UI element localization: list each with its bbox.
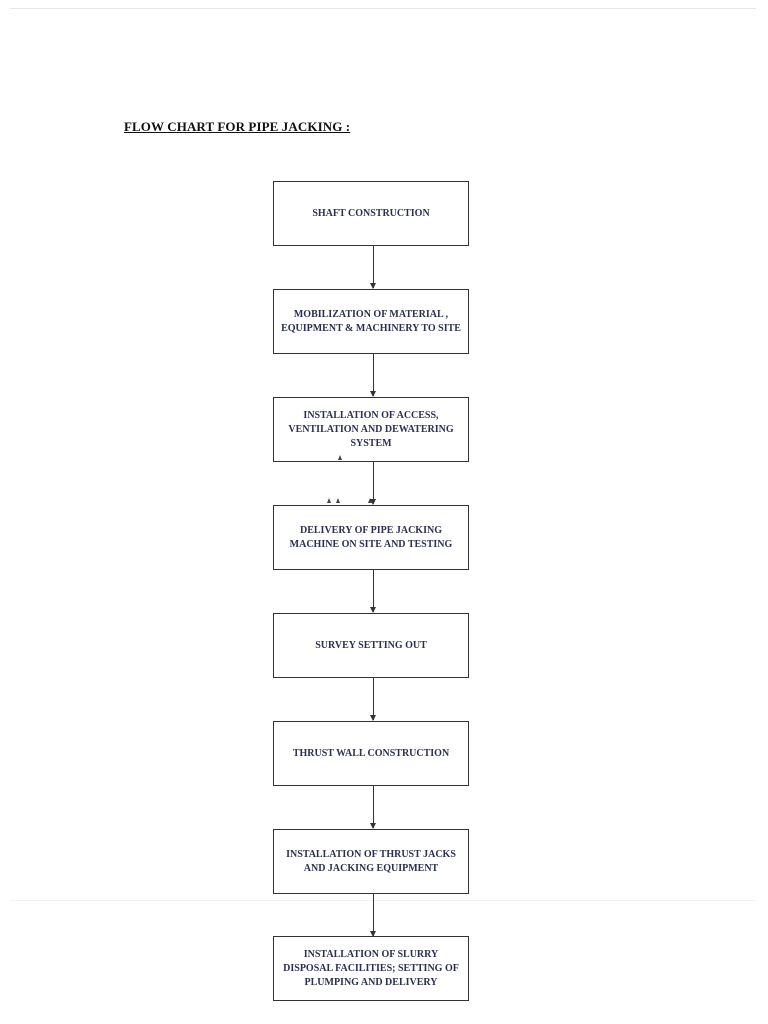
flow-step-survey-setting-out: SURVEY SETTING OUT (273, 613, 469, 678)
page-title: FLOW CHART FOR PIPE JACKING : (124, 119, 351, 134)
flow-step-thrust-jacks: INSTALLATION OF THRUST JACKS AND JACKING… (273, 829, 469, 894)
scan-edge-line (10, 8, 756, 9)
flow-step-installation-access: INSTALLATION OF ACCESS, VENTILATION AND … (273, 397, 469, 462)
flow-step-label: MOBILIZATION OF MATERIAL , EQUIPMENT & M… (281, 308, 461, 334)
flow-step-slurry-disposal: INSTALLATION OF SLURRY DISPOSAL FACILITI… (273, 936, 469, 1001)
flow-arrow (368, 462, 378, 505)
flow-arrow (368, 678, 378, 721)
flow-step-label: INSTALLATION OF ACCESS, VENTILATION AND … (288, 409, 454, 449)
scan-speck (327, 498, 331, 503)
scan-speck (336, 498, 340, 503)
flow-step-label: SHAFT CONSTRUCTION (312, 207, 430, 219)
flow-step-label: THRUST WALL CONSTRUCTION (292, 747, 450, 759)
flow-step-shaft-construction: SHAFT CONSTRUCTION (273, 181, 469, 246)
flow-arrow (368, 894, 378, 937)
flow-step-label: DELIVERY OF PIPE JACKING MACHINE ON SITE… (289, 524, 453, 550)
flow-step-label: INSTALLATION OF SLURRY DISPOSAL FACILITI… (283, 948, 459, 988)
scan-speck (368, 498, 372, 503)
flow-arrow (368, 570, 378, 613)
flow-step-label: SURVEY SETTING OUT (315, 639, 427, 651)
flow-arrow (368, 786, 378, 829)
flow-step-delivery-machine: DELIVERY OF PIPE JACKING MACHINE ON SITE… (273, 505, 469, 570)
scan-artifact-line (10, 900, 756, 901)
flow-arrow (368, 354, 378, 397)
flow-step-label: INSTALLATION OF THRUST JACKS AND JACKING… (286, 848, 456, 874)
flow-step-mobilization: MOBILIZATION OF MATERIAL , EQUIPMENT & M… (273, 289, 469, 354)
flow-step-thrust-wall: THRUST WALL CONSTRUCTION (273, 721, 469, 786)
flow-arrow (368, 246, 378, 289)
scan-speck (338, 455, 342, 460)
